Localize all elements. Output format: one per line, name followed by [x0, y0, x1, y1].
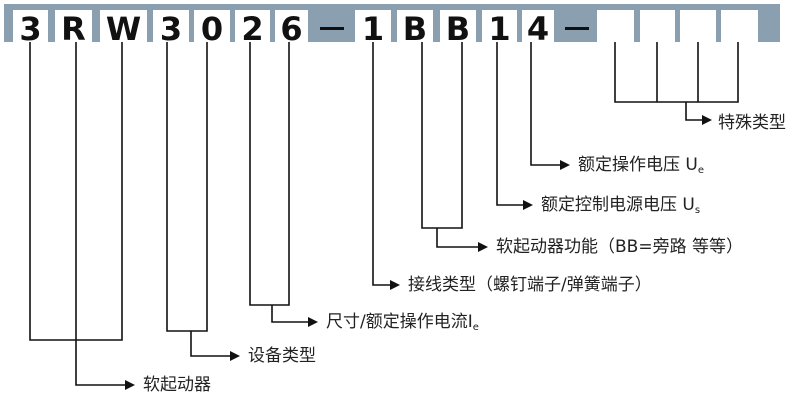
- label-connection-type: 接线类型（螺钉端子/弹簧端子）: [408, 275, 652, 295]
- code-char-9: B: [397, 10, 433, 42]
- code-char-10: B: [440, 10, 476, 42]
- code-char-11: 1: [482, 10, 517, 42]
- connector-function: [421, 42, 486, 247]
- code-char-3: W: [100, 10, 147, 42]
- label-soft-starter: 软起动器: [143, 375, 211, 395]
- code-char-1: 3: [13, 10, 48, 42]
- label-operating-voltage: 额定操作电压 Ue: [578, 155, 705, 176]
- label-size-current: 尺寸/额定操作电流Ie: [326, 312, 479, 333]
- code-blank-3: [680, 10, 716, 42]
- connector-size-current: [249, 42, 316, 322]
- code-blank-4: [721, 10, 758, 42]
- code-blank-1: [597, 10, 634, 42]
- code-char-2: R: [55, 10, 92, 42]
- code-separator-2: [565, 27, 589, 30]
- code-separator-1: [320, 27, 344, 30]
- connector-device-type: [166, 42, 238, 356]
- connector-operating-voltage: [530, 42, 570, 170]
- code-char-8: 1: [355, 10, 391, 42]
- code-char-7: 6: [275, 10, 308, 42]
- code-blank-2: [640, 10, 675, 42]
- label-control-voltage: 额定控制电源电压 Us: [541, 195, 701, 216]
- label-device-type: 设备类型: [248, 346, 316, 366]
- connector-soft-starter: [29, 42, 133, 385]
- label-special-type: 特殊类型: [718, 113, 786, 133]
- code-char-12: 4: [522, 10, 554, 42]
- connector-special-type: [614, 42, 739, 120]
- code-char-4: 3: [153, 10, 189, 42]
- label-soft-starter-function: 软起动器功能（BB=旁路 等等）: [496, 237, 743, 257]
- connector-control-voltage: [496, 42, 533, 210]
- connector-connection-type: [372, 42, 400, 290]
- code-char-5: 0: [194, 10, 230, 42]
- code-char-6: 2: [235, 10, 270, 42]
